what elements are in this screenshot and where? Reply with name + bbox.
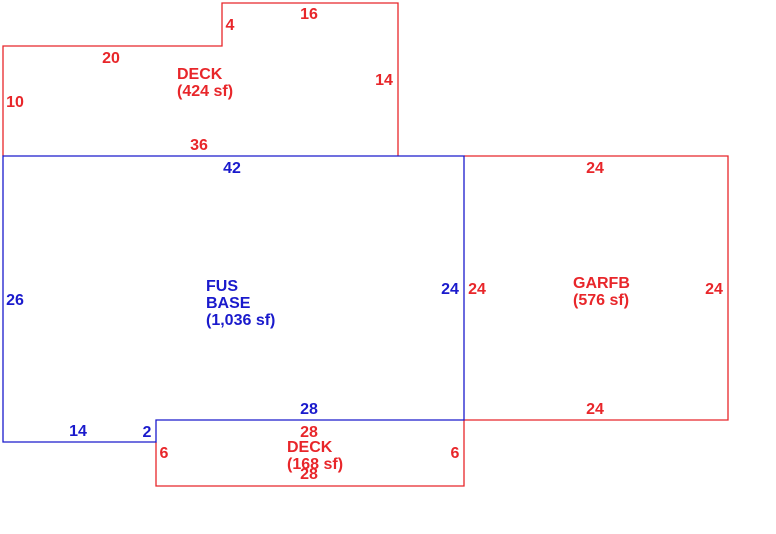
fus-base-dim-bottom-left: 14 — [69, 423, 87, 440]
deck-top-size: (424 sf) — [177, 83, 233, 100]
deck-bottom-dim-bottom: 28 — [300, 466, 318, 483]
fus-base-name-line1: FUS — [206, 278, 238, 295]
deck-top-dim-bottom: 36 — [190, 137, 208, 154]
deck-top-dim-step: 4 — [226, 17, 235, 34]
garfb-dim-left: 24 — [468, 281, 486, 298]
deck-bottom-outline — [155, 420, 465, 487]
deck-bottom-dim-top: 28 — [300, 424, 318, 441]
fus-base-outline — [2, 155, 465, 443]
garfb-dim-right: 24 — [705, 281, 723, 298]
deck-top-dim-top-right: 16 — [300, 6, 318, 23]
deck-bottom-dim-right: 6 — [451, 445, 460, 462]
deck-bottom-name: DECK — [287, 439, 333, 456]
garfb-name: GARFB — [573, 275, 630, 292]
fus-base-dim-step: 2 — [143, 424, 152, 441]
deck-top-dim-left: 10 — [6, 94, 24, 111]
fus-base-dim-right: 24 — [441, 281, 459, 298]
garfb-outline — [464, 155, 729, 421]
fus-base-dim-left: 26 — [6, 292, 24, 309]
fus-base-name-line2: BASE — [206, 295, 251, 312]
deck-bottom-size: (168 sf) — [287, 456, 343, 473]
garfb-size: (576 sf) — [573, 292, 629, 309]
deck-bottom-dim-left: 6 — [160, 445, 169, 462]
fus-base-dim-top: 42 — [223, 160, 241, 177]
fus-base-size: (1,036 sf) — [206, 312, 275, 329]
garfb-dim-top: 24 — [586, 160, 604, 177]
fus-base-dim-bottom-right: 28 — [300, 401, 318, 418]
deck-top-outline — [2, 2, 399, 156]
deck-top-name: DECK — [177, 66, 223, 83]
garfb-dim-bottom: 24 — [586, 401, 604, 418]
deck-top-dim-top-left: 20 — [102, 50, 120, 67]
deck-top-dim-right: 14 — [375, 72, 393, 89]
